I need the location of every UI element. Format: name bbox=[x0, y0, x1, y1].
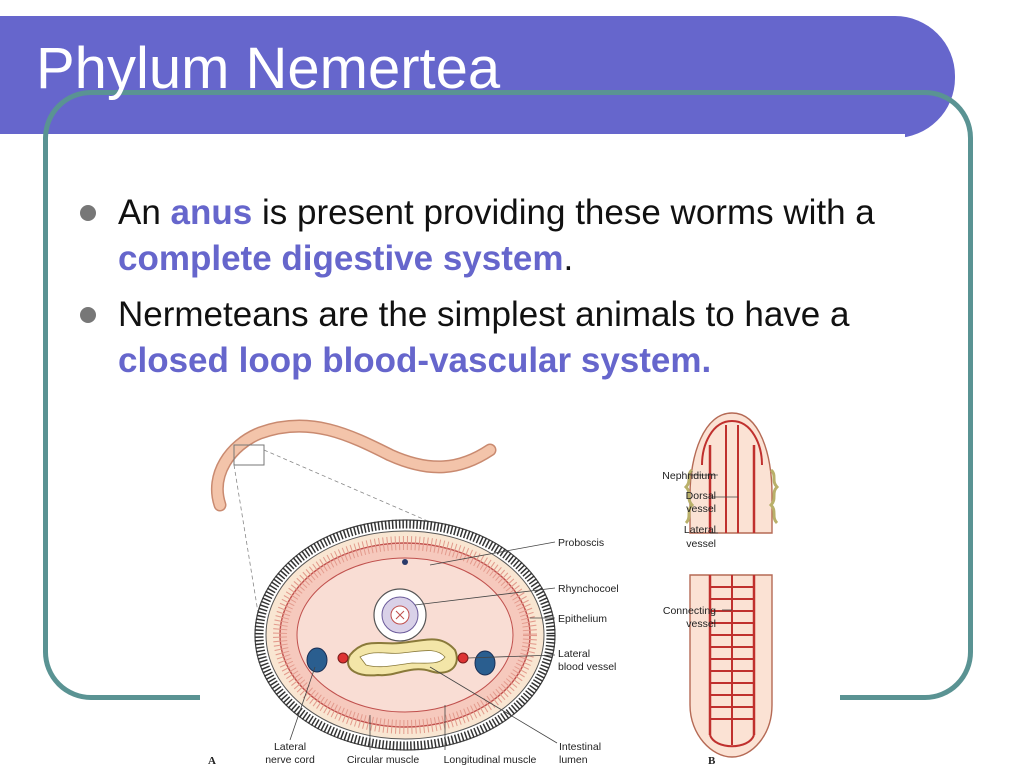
bullet-text: An bbox=[118, 193, 171, 232]
title-underline bbox=[0, 134, 905, 138]
bullet-dot-icon bbox=[80, 205, 96, 221]
bullet-list: An anus is present providing these worms… bbox=[80, 190, 940, 394]
label-lateral-nerve-1: Lateral bbox=[274, 741, 306, 753]
label-circular-muscle: Circular muscle bbox=[347, 754, 420, 766]
vascular-diagram bbox=[683, 412, 780, 758]
label-lateral-1: Lateral bbox=[684, 524, 716, 536]
panel-label-a: A bbox=[208, 755, 216, 767]
highlight-term: closed loop blood-vascular system. bbox=[118, 341, 712, 380]
label-lateral-nerve-2: nerve cord bbox=[265, 754, 315, 766]
label-proboscis: Proboscis bbox=[558, 537, 604, 549]
label-intestinal-2: lumen bbox=[559, 754, 588, 766]
label-dorsal-1: Dorsal bbox=[686, 490, 716, 502]
bullet-dot-icon bbox=[80, 307, 96, 323]
label-lateral-blood-1: Lateral bbox=[558, 648, 590, 660]
highlight-term: anus bbox=[170, 193, 253, 232]
label-connecting-2: vessel bbox=[686, 618, 716, 630]
bullet-text: . bbox=[563, 239, 574, 278]
title-bar bbox=[0, 16, 955, 138]
label-longitudinal-muscle: Longitudinal muscle bbox=[444, 754, 537, 766]
label-lateral-blood-2: blood vessel bbox=[558, 661, 616, 673]
bullet-item: Nermeteans are the simplest animals to h… bbox=[80, 292, 940, 384]
nemertea-illustration: Proboscis Rhynchocoel Epithelium Lateral… bbox=[208, 412, 780, 767]
leader-lines-a bbox=[289, 541, 558, 750]
label-dorsal-2: vessel bbox=[686, 503, 716, 515]
slide-title: Phylum Nemertea bbox=[36, 36, 501, 101]
label-nephridium: Nephridium bbox=[662, 470, 716, 482]
bullet-item: An anus is present providing these worms… bbox=[80, 190, 940, 282]
highlight-term: complete digestive system bbox=[118, 239, 564, 278]
label-rhynchocoel: Rhynchocoel bbox=[558, 583, 619, 595]
bullet-text: Nermeteans are the simplest animals to h… bbox=[118, 295, 850, 334]
label-epithelium: Epithelium bbox=[558, 613, 607, 625]
label-connecting-1: Connecting bbox=[663, 605, 716, 617]
nemertea-figure: Proboscis Rhynchocoel Epithelium Lateral… bbox=[200, 405, 840, 768]
label-intestinal-1: Intestinal bbox=[559, 741, 601, 753]
leader-lines-b bbox=[690, 474, 738, 611]
panel-label-b: B bbox=[708, 755, 716, 767]
bullet-text: is present providing these worms with a bbox=[252, 193, 875, 232]
label-lateral-2: vessel bbox=[686, 538, 716, 550]
cross-section bbox=[254, 519, 556, 751]
